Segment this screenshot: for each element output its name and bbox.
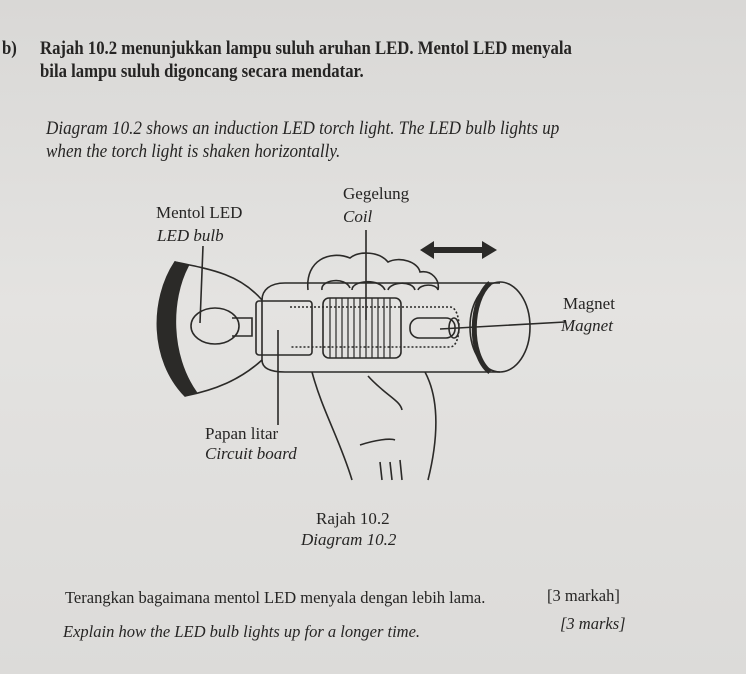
hand-fingers <box>307 252 440 291</box>
coil <box>322 297 402 359</box>
caption-malay: Rajah 10.2 <box>316 509 390 528</box>
torch-body <box>261 282 500 373</box>
question-english-line-1: Diagram 10.2 shows an induction LED torc… <box>46 118 560 139</box>
label-magnet-malay: Magnet <box>563 294 615 313</box>
task-english: Explain how the LED bulb lights up for a… <box>63 622 421 641</box>
task-malay-marks: [3 markah] <box>547 586 620 605</box>
label-board-malay: Papan litar <box>205 424 279 443</box>
question-malay-line-1: Rajah 10.2 menunjukkan lampu suluh aruha… <box>40 38 572 59</box>
task-english-marks: [3 marks] <box>560 614 626 633</box>
label-coil-english: Coil <box>343 207 373 226</box>
double-arrow-icon <box>420 241 497 259</box>
reflector-rim <box>156 261 198 397</box>
circuit-board <box>255 300 313 356</box>
task-malay: Terangkan bagaimana mentol LED menyala d… <box>65 588 486 607</box>
label-board-english: Circuit board <box>205 444 297 463</box>
led-bulb <box>190 307 240 345</box>
question-english-line-2: when the torch light is shaken horizonta… <box>46 141 341 162</box>
label-bulb-malay: Mentol LED <box>156 203 243 222</box>
torch-head <box>174 261 263 397</box>
question-malay-line-2: bila lampu suluh digoncang secara mendat… <box>40 61 364 82</box>
label-coil-malay: Gegelung <box>343 184 410 203</box>
label-magnet-english: Magnet <box>561 316 613 335</box>
caption-english: Diagram 10.2 <box>301 530 397 549</box>
hand-wrist <box>311 371 437 481</box>
label-bulb-english: LED bulb <box>157 226 224 245</box>
question-number: b) <box>2 38 17 59</box>
